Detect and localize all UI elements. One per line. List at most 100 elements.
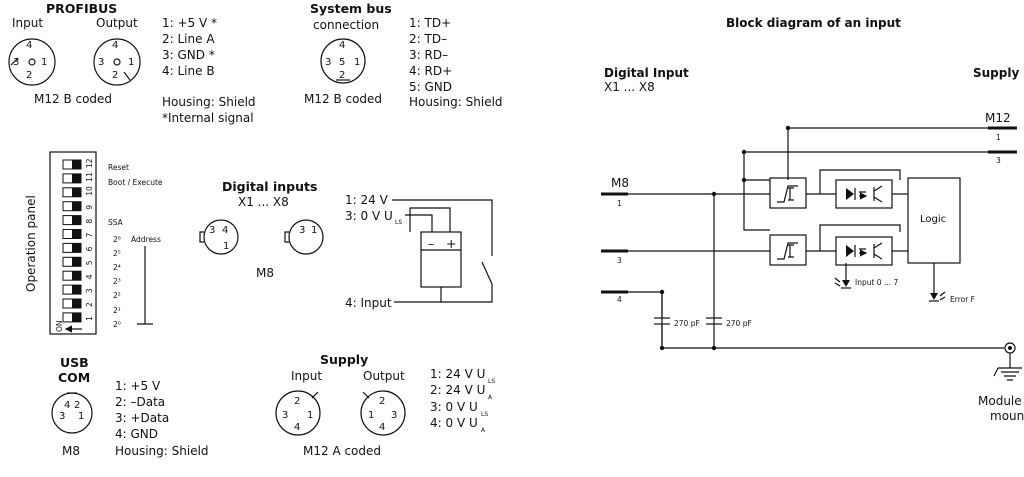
- svg-text:3: 3: [282, 410, 288, 421]
- bd-wiring: [628, 127, 1004, 349]
- dip-switch-12[interactable]: 12: [62, 158, 94, 170]
- supply-coding: M12 A coded: [303, 444, 381, 458]
- dip-switch-6[interactable]: 6: [62, 242, 94, 253]
- dip-switch-5[interactable]: 5: [62, 256, 94, 267]
- supply-output-connector-icon: 2 1 3 4: [360, 390, 406, 436]
- dip-switch-group: 12 11 10 9 8 7 6 5 4 3 2 1: [62, 158, 94, 323]
- svg-text:2: 2: [379, 396, 385, 407]
- usb-pin4: 4: GND: [115, 427, 158, 441]
- ssa-label: SSA: [108, 218, 124, 227]
- bd-supply: Supply: [973, 66, 1019, 80]
- di-pin1: 1: 24 V: [345, 193, 389, 207]
- svg-text:2: 2: [294, 396, 300, 407]
- address-bracket: [137, 246, 153, 325]
- input-led-label: Input 0 ... 7: [855, 278, 898, 287]
- supply-pin3-sub: LS: [481, 411, 488, 418]
- dip-switch-3[interactable]: 3: [62, 284, 94, 295]
- dip-switch-11[interactable]: 11: [62, 172, 94, 184]
- svg-text:4: 4: [294, 422, 300, 433]
- svg-text:1: 1: [354, 57, 360, 68]
- system-bus-pin2: 2: TD–: [409, 32, 447, 46]
- dip-switch-2[interactable]: 2: [62, 298, 94, 309]
- dip-switch-4[interactable]: 4: [62, 270, 94, 281]
- digital-inputs-connector: M8: [256, 266, 274, 280]
- bd-digital-input: Digital Input: [604, 66, 689, 80]
- usb-connector-icon: 4 2 3 1: [51, 392, 93, 434]
- svg-text:3: 3: [59, 411, 65, 422]
- dip-switch-9[interactable]: 9: [62, 201, 94, 212]
- boot-label: Boot / Execute: [108, 178, 163, 187]
- dip-switch-number: 7: [85, 233, 94, 238]
- supply-pin1-sub: LS: [488, 378, 495, 385]
- system-bus-coding: M12 B coded: [304, 92, 382, 106]
- svg-text:3: 3: [13, 57, 19, 68]
- svg-text:3: 3: [299, 225, 305, 236]
- block-diagram-section: Block diagram of an input Digital Input …: [601, 16, 1024, 423]
- system-bus-pin4: 4: RD+: [409, 64, 452, 78]
- svg-text:4: 4: [339, 40, 345, 51]
- dip-switch-7[interactable]: 7: [62, 229, 94, 239]
- dip-switch-number: 5: [85, 260, 94, 265]
- bd-m12: M12: [985, 111, 1011, 125]
- usb-housing: Housing: Shield: [115, 444, 209, 458]
- optocoupler-2-icon: [835, 236, 893, 266]
- addr-pow5: 2⁵: [113, 249, 121, 258]
- dip-switch-10[interactable]: 10: [62, 186, 94, 198]
- capacitor-1-icon: [654, 317, 670, 348]
- dip-switch-number: 10: [85, 186, 94, 196]
- dip-switch-8[interactable]: 8: [62, 215, 94, 226]
- error-led-icon: [929, 291, 946, 302]
- sensor-switch-icon: [441, 261, 493, 303]
- system-bus-connector-icon: 4 3 5 1 2: [320, 38, 366, 84]
- svg-text:1: 1: [307, 410, 313, 421]
- block-diagram-title: Block diagram of an input: [726, 16, 901, 30]
- dip-switch-number: 3: [85, 288, 94, 293]
- addr-pow6: 2⁶: [113, 235, 121, 244]
- dip-switch-number: 2: [85, 302, 94, 307]
- svg-text:2: 2: [26, 70, 32, 81]
- svg-text:2: 2: [112, 70, 118, 81]
- dip-switch-number: 12: [85, 158, 94, 168]
- dip-switch-number: 9: [85, 205, 94, 210]
- digital-inputs-range: X1 ... X8: [238, 195, 289, 209]
- supply-pin4-sub: A: [481, 427, 486, 434]
- svg-text:4: 4: [222, 225, 228, 236]
- supply-input-label: Input: [291, 369, 322, 383]
- dip-switch-number: 8: [85, 219, 94, 224]
- error-led-label: Error F: [950, 295, 975, 304]
- module-mount-ground-icon: [993, 342, 1022, 381]
- dip-switch-frame: [49, 151, 97, 335]
- svg-text:3: 3: [209, 225, 215, 236]
- supply-output-label: Output: [363, 369, 405, 383]
- svg-text:1: 1: [41, 57, 47, 68]
- usb-pin1: 1: +5 V: [115, 379, 161, 393]
- system-bus-section: System bus connection 4 3 5 1 2 M12 B co…: [304, 1, 503, 109]
- svg-text:2: 2: [74, 400, 80, 411]
- svg-text:3: 3: [996, 156, 1001, 165]
- logic-block: [907, 177, 961, 264]
- operation-panel-title: Operation panel: [24, 195, 38, 292]
- supply-pin3: 3: 0 V U: [430, 400, 478, 414]
- supply-pin2: 2: 24 V U: [430, 383, 485, 397]
- schmitt-trigger-1-icon: [769, 177, 807, 209]
- profibus-note: *Internal signal: [162, 111, 254, 125]
- supply-section: Supply Input Output 2 3 1 4 2 1 3 4 M12 …: [275, 352, 495, 458]
- sensor-plus: +: [446, 236, 456, 251]
- profibus-input-connector-icon: 4 1 3 2: [8, 38, 56, 86]
- svg-text:5: 5: [339, 57, 345, 68]
- system-bus-subtitle: connection: [313, 18, 379, 32]
- dip-switch-1[interactable]: 1: [62, 312, 94, 323]
- svg-text:3: 3: [391, 410, 397, 421]
- reset-label: Reset: [108, 163, 129, 172]
- usb-title2: COM: [58, 370, 90, 385]
- svg-text:1: 1: [368, 410, 374, 421]
- supply-title: Supply: [320, 352, 368, 367]
- di-pin3-sub: LS: [395, 219, 402, 226]
- addr-pow4: 2⁴: [113, 263, 121, 272]
- svg-text:3: 3: [98, 57, 104, 68]
- profibus-input-label: Input: [12, 16, 43, 30]
- m8-input-left-connector-icon: 3 4 1: [199, 219, 239, 255]
- logic-label: Logic: [920, 214, 946, 225]
- svg-text:1: 1: [617, 199, 622, 208]
